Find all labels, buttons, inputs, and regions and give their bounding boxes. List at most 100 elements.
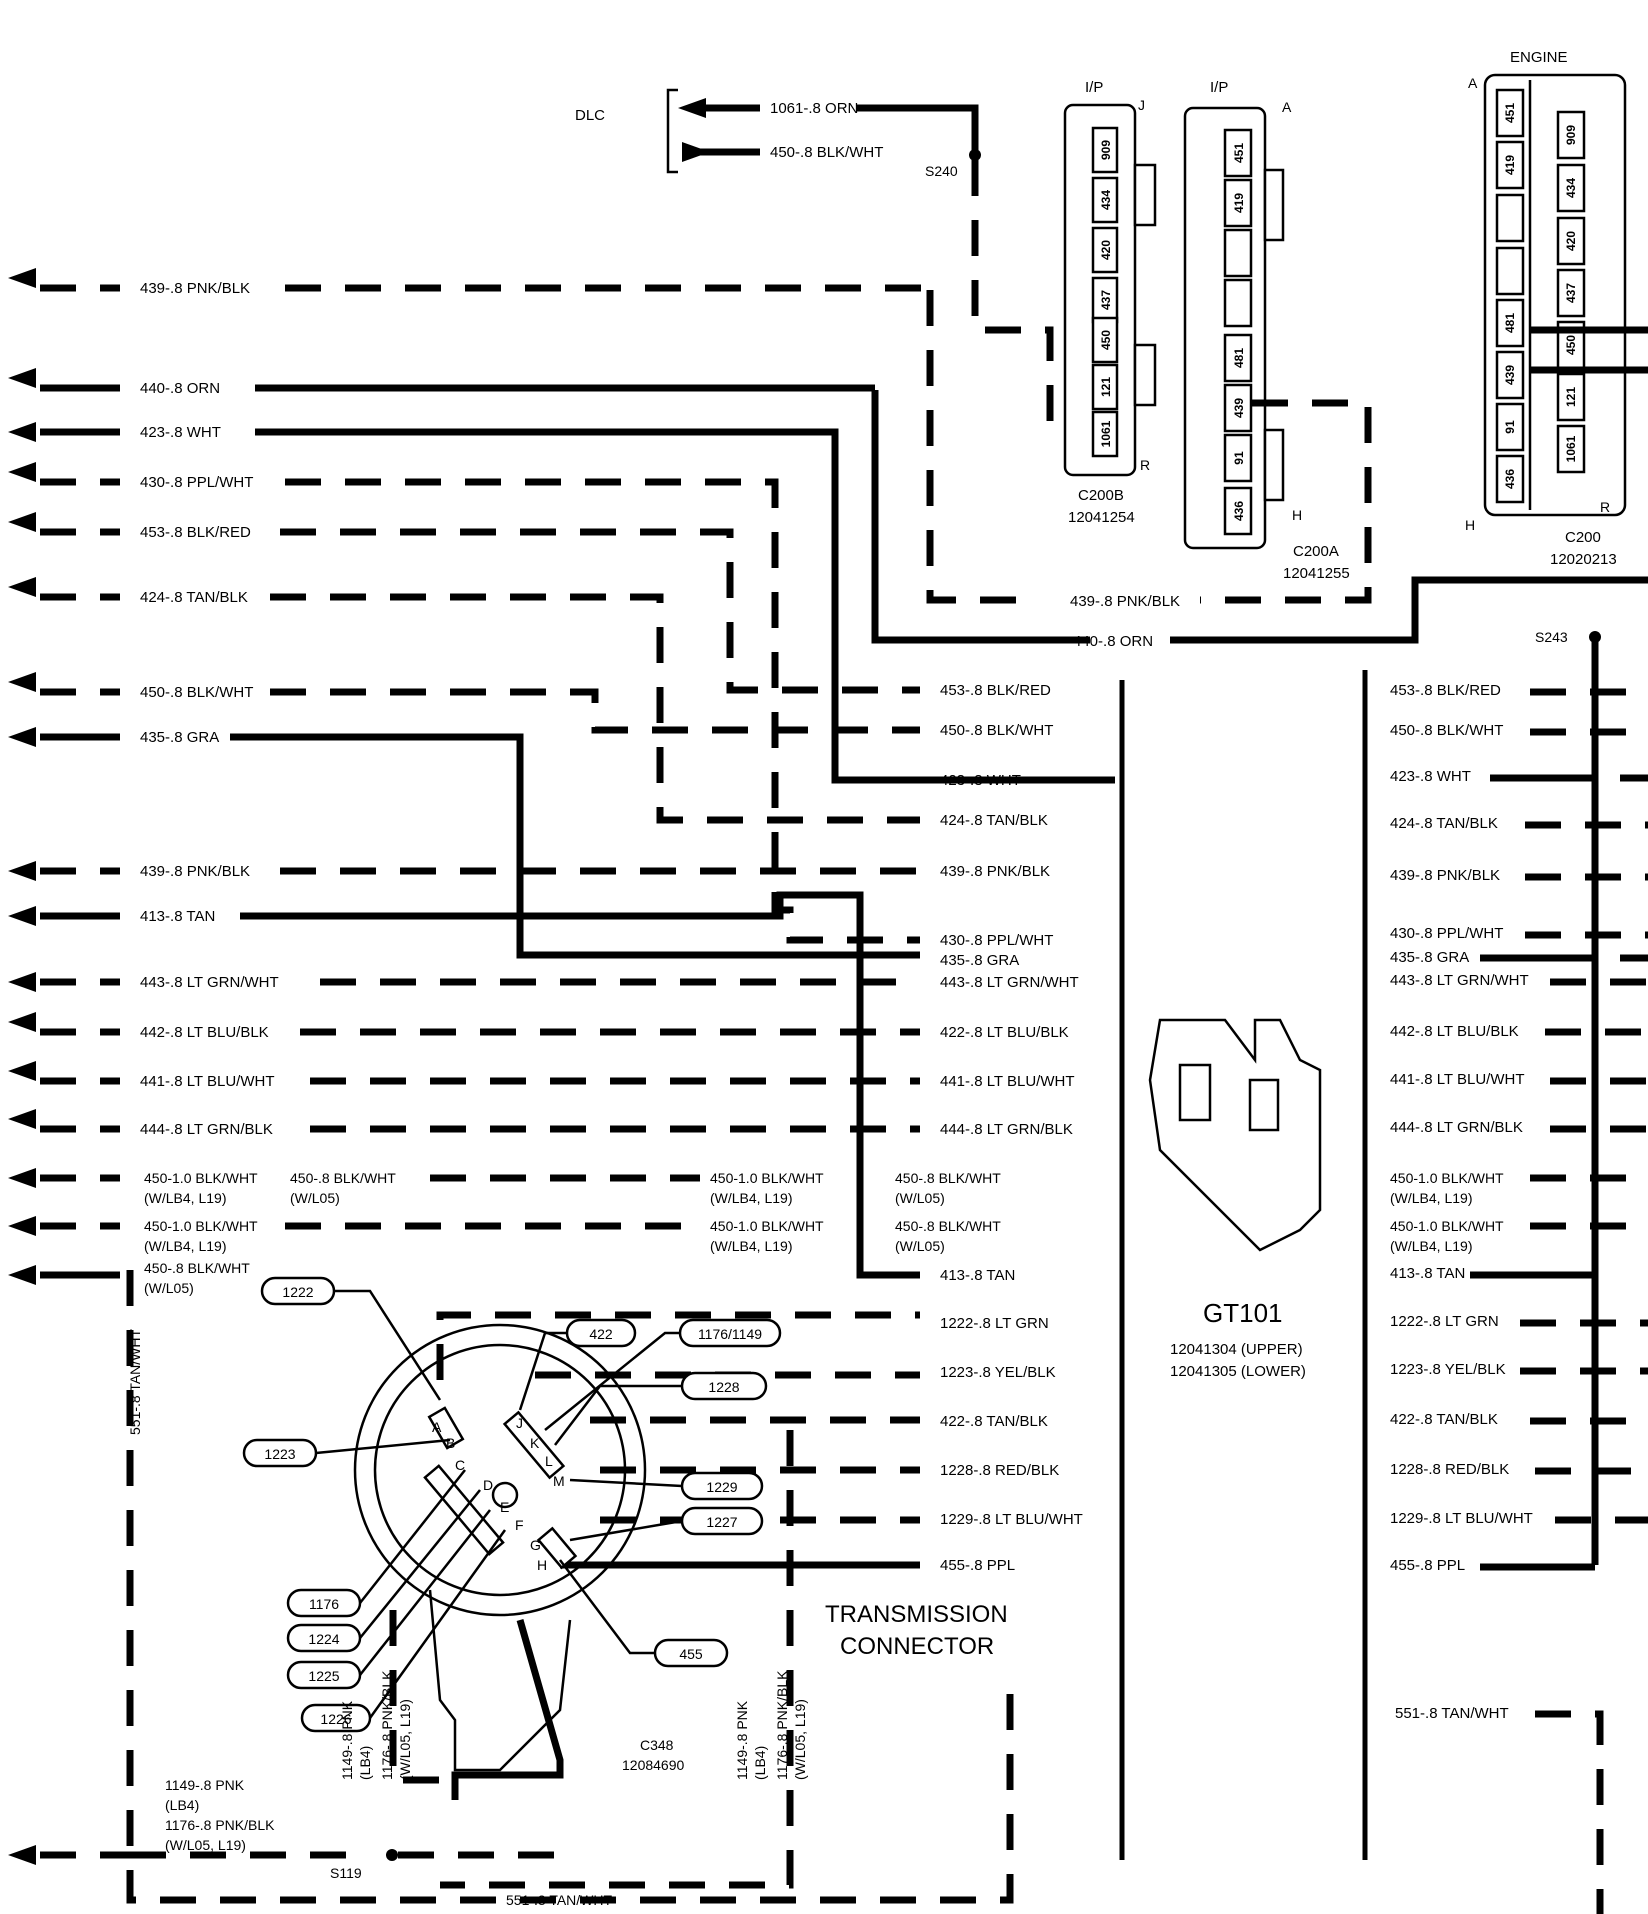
callout-422: 422 <box>589 1326 613 1342</box>
wire-413-tan <box>240 891 920 1279</box>
gt101-connector-shape <box>1148 1018 1322 1252</box>
trans-pin-label: D <box>483 1477 493 1493</box>
wire-439-upper-drop <box>926 290 1020 604</box>
upper-runs: 439-.8 PNK/BLK 440-.8 ORN S243 <box>871 290 1648 1565</box>
c200b-cavity: 121 <box>1099 377 1113 397</box>
c200a-cavity: 91 <box>1232 451 1246 465</box>
mid-wire-label: 430-.8 PPL/WHT <box>940 932 1053 949</box>
c200-pin-r-label: R <box>1600 499 1610 515</box>
mid-wire-label: 423-.8 WHT <box>940 772 1021 789</box>
right-wire-label: 551-.8 TAN/WHT <box>1395 1705 1509 1722</box>
c200-cavity: 1061 <box>1564 435 1578 462</box>
bottom-note: (W/L05, L19) <box>165 1837 246 1853</box>
right-wire-label: 435-.8 GRA <box>1390 949 1469 966</box>
vert-right-label: (LB4) <box>752 1746 768 1780</box>
s240-label: S240 <box>925 163 958 179</box>
right-wire-label: 424-.8 TAN/BLK <box>1390 815 1498 832</box>
c200-part-number: 12020213 <box>1550 551 1617 568</box>
trans-pin-label: M <box>553 1473 565 1489</box>
left-wire-label: 440-.8 ORN <box>140 380 220 397</box>
trans-connector-inner <box>373 1343 627 1597</box>
right-wire-label: 423-.8 WHT <box>1390 768 1471 785</box>
c200a-pin-a-label: A <box>1282 99 1292 115</box>
mid-wire-label: 1223-.8 YEL/BLK <box>940 1364 1056 1381</box>
right-wire-label: 422-.8 TAN/BLK <box>1390 1411 1498 1428</box>
vert-right-label: 1149-.8 PNK <box>734 1700 750 1780</box>
callout-1229: 1229 <box>706 1479 737 1495</box>
right-multi-label: (W/LB4, L19) <box>1390 1238 1472 1254</box>
arrow-in-icon <box>8 1061 36 1081</box>
c200-cavity: 481 <box>1503 313 1517 333</box>
left-multi-label: 450-1.0 BLK/WHT <box>144 1218 258 1234</box>
right-wire-label: 439-.8 PNK/BLK <box>1390 867 1500 884</box>
c200b-location-label: I/P <box>1085 79 1103 96</box>
mid-multi-label: (W/LB4, L19) <box>710 1190 792 1206</box>
trans-pin-label: E <box>500 1499 509 1515</box>
c348-label: C348 <box>640 1737 674 1753</box>
dlc-label: DLC <box>575 107 605 124</box>
left-wire-label: 453-.8 BLK/RED <box>140 524 251 541</box>
c348-part: 12084690 <box>622 1757 685 1773</box>
vert-right-label: 1176-.8 PNK/BLK <box>774 1670 790 1780</box>
c200a-cavity: 419 <box>1232 193 1246 213</box>
right-wire-label: 1228-.8 RED/BLK <box>1390 1461 1509 1478</box>
arrow-in-icon <box>8 462 36 482</box>
arrow-out-icon <box>8 727 36 747</box>
right-wire-label: 450-.8 BLK/WHT <box>1390 722 1503 739</box>
c200a-cavities: 451 419 481 439 91 436 <box>1223 128 1253 536</box>
callout-1222: 1222 <box>282 1284 313 1300</box>
c200b-name: C200B <box>1078 487 1124 504</box>
right-wire-label: 443-.8 LT GRN/WHT <box>1390 972 1529 989</box>
trans-connector-outer <box>353 1323 647 1617</box>
mid-wire-label: 424-.8 TAN/BLK <box>940 812 1048 829</box>
c200-location-label: ENGINE <box>1510 49 1568 66</box>
right-wire-column: 453-.8 BLK/RED 450-.8 BLK/WHT 423-.8 WHT… <box>1390 682 1648 1914</box>
right-wire-label: 442-.8 LT BLU/BLK <box>1390 1023 1519 1040</box>
c200-cavity: 91 <box>1503 420 1517 434</box>
mid-wire-label: 1229-.8 LT BLU/WHT <box>940 1511 1083 1528</box>
transmission-connector: A B C D E F G H J K L M 1222 422 1176/11… <box>8 1270 1030 1908</box>
mid-wire-label: 422-.8 TAN/BLK <box>940 1413 1048 1430</box>
c200-name: C200 <box>1565 529 1601 546</box>
wire-440-to-engine <box>1170 576 1648 644</box>
c200b-part-number: 12041254 <box>1068 509 1135 526</box>
connector-c200: ENGINE A J 451 419 481 439 91 436 909 43… <box>1465 49 1648 568</box>
c200-cavity-empty <box>1495 193 1525 243</box>
bottom-note: (LB4) <box>165 1797 199 1813</box>
callout-1227: 1227 <box>706 1514 737 1530</box>
c200b-cavity: 437 <box>1099 290 1113 310</box>
mid-wire-label: 1228-.8 RED/BLK <box>940 1462 1059 1479</box>
c200-cavity: 436 <box>1503 469 1517 489</box>
c200b-latch-lower <box>1133 343 1157 407</box>
arrow-out-icon <box>8 861 36 881</box>
mid-wire-label: 441-.8 LT BLU/WHT <box>940 1073 1075 1090</box>
left-wire-label: 413-.8 TAN <box>140 908 215 925</box>
right-multi-label: 450-1.0 BLK/WHT <box>1390 1218 1504 1234</box>
trans-pin-ab <box>427 1406 465 1450</box>
c200b-cavity: 909 <box>1099 140 1113 160</box>
c200-cavity-empty <box>1495 246 1525 296</box>
c200a-cavity: 451 <box>1232 143 1246 163</box>
gt101-lower-part: 12041305 (LOWER) <box>1170 1363 1306 1380</box>
c200-cavity: 419 <box>1503 155 1517 175</box>
mid-multi-label: (W/L05) <box>895 1238 945 1254</box>
callout-1223: 1223 <box>264 1446 295 1462</box>
dlc-bracket <box>666 88 678 174</box>
c200b-cavity: 450 <box>1099 330 1113 350</box>
arrow-in-icon <box>8 577 36 597</box>
wire-423-wht <box>255 428 1115 784</box>
c200b-cavity: 420 <box>1099 240 1113 260</box>
c200a-pin-h-label: H <box>1292 507 1302 523</box>
c200-cavity: 451 <box>1503 103 1517 123</box>
c200-cavity: 909 <box>1564 125 1578 145</box>
trans-callouts: 1222 422 1176/1149 1228 1223 1229 1227 1… <box>242 1276 782 1733</box>
arrow-in-icon <box>8 672 36 692</box>
c200a-cavity: 481 <box>1232 348 1246 368</box>
trans-connector-body <box>428 1589 572 1772</box>
callout-1176: 1176 <box>309 1596 339 1612</box>
left-wire-column: 439-.8 PNK/BLK 440-.8 ORN 423-.8 WHT 430… <box>8 268 1115 1296</box>
wire-453-blk-red <box>280 528 920 694</box>
left-multi-label: (W/LB4, L19) <box>144 1238 226 1254</box>
c200b-cavities: 909 434 420 437 450 121 1061 <box>1091 126 1119 458</box>
